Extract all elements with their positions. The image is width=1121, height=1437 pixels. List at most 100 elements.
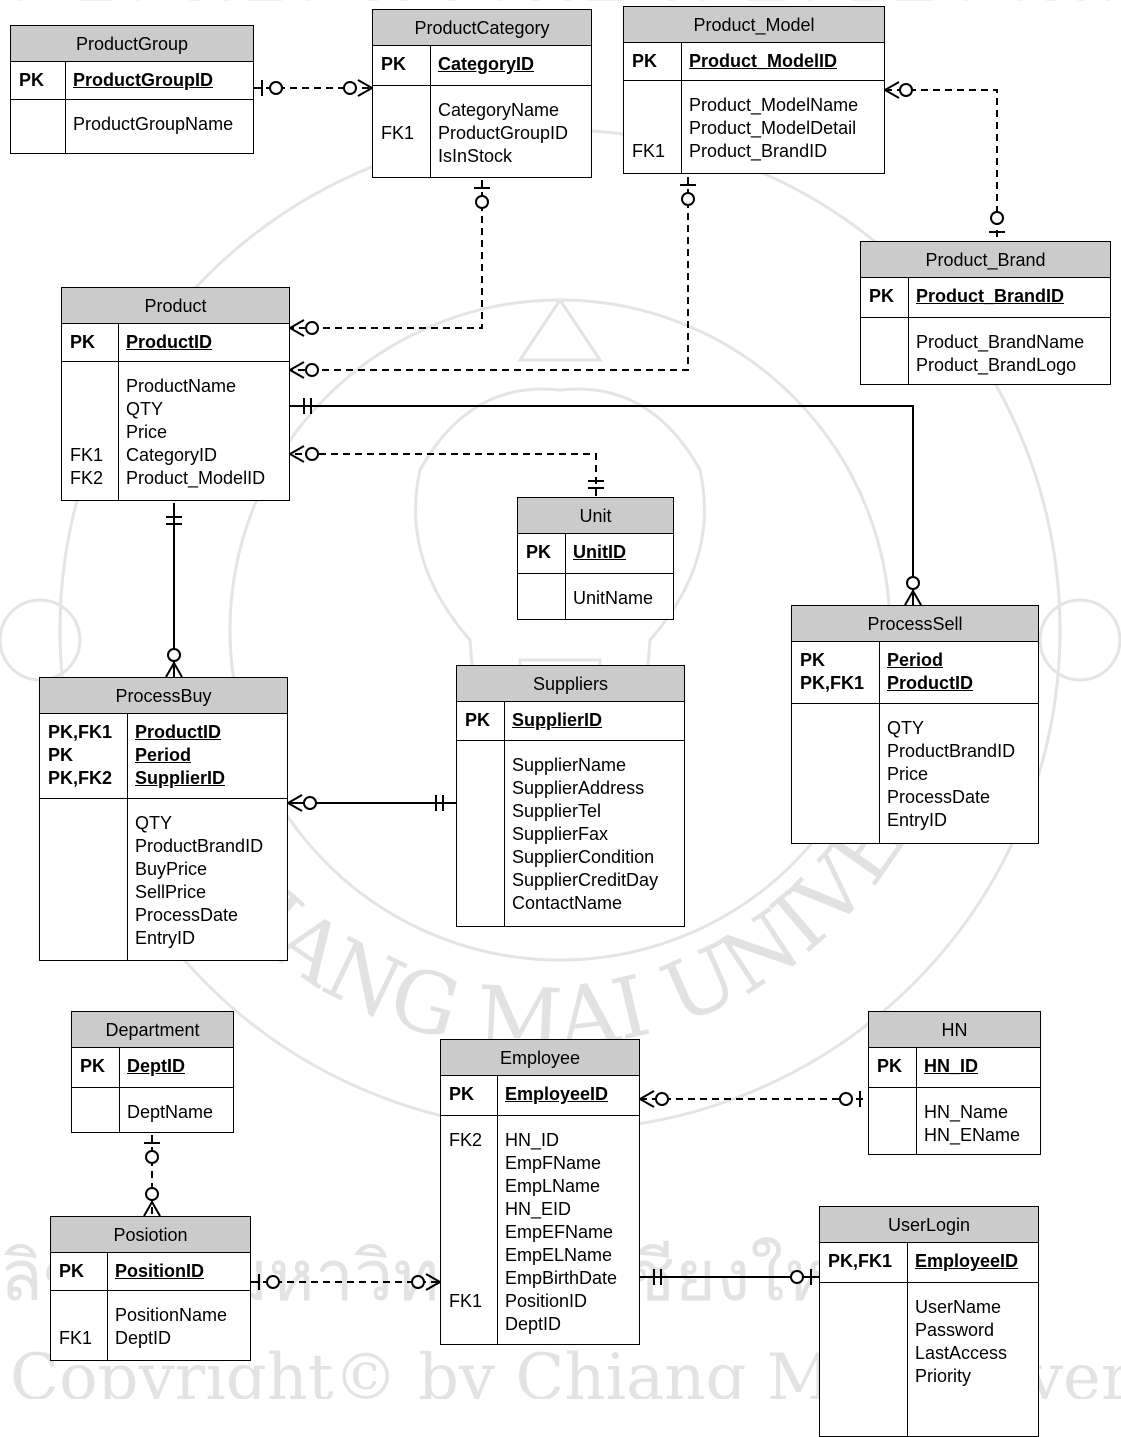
key-label [465,869,504,892]
key-label [48,835,127,858]
key-label: FK1 [449,1291,483,1311]
rel-department-posiotion [143,1135,161,1217]
key-label: FK1 [632,141,666,161]
primary-key-field: DeptID [127,1056,185,1076]
primary-key-field: UnitID [573,542,626,562]
key-label [632,94,681,117]
attribute-field: ProcessDate [135,905,239,925]
key-label [70,375,118,398]
entity-title: Unit [518,498,673,534]
attribute-field: Product_ModelID [126,468,266,488]
primary-key-field: ProductID [887,673,974,693]
primary-key-field: EmployeeID [505,1084,609,1104]
attribute-field: PositionName [115,1305,228,1325]
key-label [465,892,504,915]
key-label [800,740,879,763]
attribute-field: HN_EName [924,1125,1021,1145]
primary-key-field: ProductID [135,722,222,742]
key-label [19,113,65,136]
attribute-field: UnitName [573,588,654,608]
attribute-field: EmpFName [505,1153,602,1173]
attribute-field: HN_EID [505,1199,572,1219]
rel-employee-userlogin [640,1269,819,1285]
primary-key-field: HN_ID [924,1056,979,1076]
key-label: PK [869,286,895,306]
attribute-field: ContactName [512,893,623,913]
primary-key-field: CategoryID [438,54,535,74]
key-label [800,717,879,740]
primary-key-field: PositionID [115,1261,204,1281]
attribute-field: Price [887,764,929,784]
rel-hn-employee [637,1090,868,1108]
key-label: PK [48,745,74,765]
attribute-field: QTY [887,718,925,738]
key-label [70,421,118,444]
primary-key-field: Period [887,650,944,670]
attribute-field: Price [126,422,168,442]
rel-posiotion-employee [251,1273,443,1291]
rel-unit-product [287,445,604,496]
rel-product-processsell [290,398,922,606]
attribute-field: Product_ModelName [689,95,859,115]
key-label: PK [877,1056,903,1076]
attribute-field: LastAccess [915,1343,1008,1363]
entity-title: Product_Brand [861,242,1110,278]
attribute-field: Product_BrandLogo [916,355,1077,375]
attribute-field: Product_BrandName [916,332,1085,352]
primary-key-section: PK UnitID [518,534,673,574]
key-label [800,809,879,832]
rel-suppliers-processbuy [285,794,456,812]
key-label: PK [800,650,826,670]
key-label [449,1267,497,1290]
attribute-field: HN_ID [505,1130,560,1150]
key-label [526,587,565,610]
primary-key-field: Product_BrandID [916,286,1065,306]
key-label [449,1175,497,1198]
key-label [48,881,127,904]
key-label [465,754,504,777]
key-label: FK2 [70,468,104,488]
attribute-field: QTY [126,399,164,419]
key-label: PK [632,51,658,71]
key-label [465,777,504,800]
attribute-field: SupplierTel [512,801,602,821]
entity-title: Suppliers [457,666,684,702]
key-label: PK,FK1 [828,1251,893,1271]
primary-key-field: Product_ModelID [689,51,838,71]
primary-key-field: Period [135,745,192,765]
attribute-field: ProductName [126,376,237,396]
key-label [828,1319,907,1342]
attribute-field: ProductBrandID [887,741,1016,761]
key-label [59,1304,107,1327]
rel-productmodel-product [287,177,696,379]
attribute-field: Product_BrandID [689,141,828,161]
key-label [381,145,430,168]
primary-key-field: SupplierID [512,710,603,730]
entity-title: ProcessBuy [40,678,287,714]
key-label: PK [526,542,552,562]
key-label [632,117,681,140]
attribute-section: UnitName [518,574,673,619]
entity-title: Product [62,288,289,324]
key-label: FK1 [70,445,104,465]
